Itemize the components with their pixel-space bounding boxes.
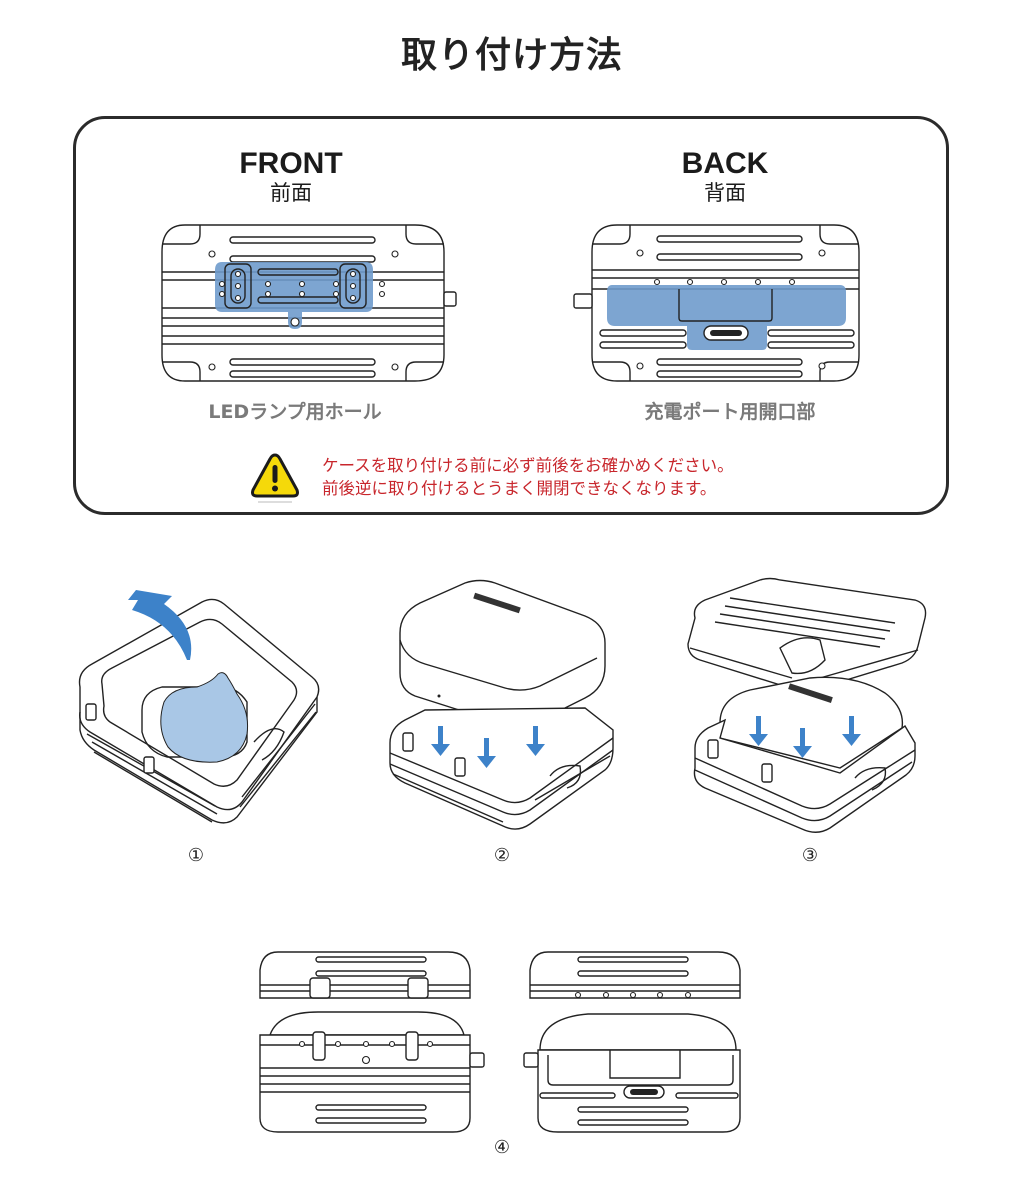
warning-line-1: ケースを取り付ける前に必ず前後をお確かめください。 <box>322 456 734 475</box>
step-4-front-view <box>259 951 485 1133</box>
step-3-number: ③ <box>801 845 819 866</box>
warning-message: ケースを取り付ける前に必ず前後をお確かめください。 前後逆に取り付けるとうまく開… <box>322 454 734 500</box>
back-caption: 充電ポート用開口部 <box>644 401 816 423</box>
step-1-number: ① <box>187 845 205 866</box>
step-4-number: ④ <box>493 1137 511 1158</box>
step-2-illustration <box>389 579 614 830</box>
case-back-diagram <box>573 224 860 382</box>
orientation-panel <box>73 116 949 515</box>
charging-port-highlight <box>607 285 846 350</box>
page-title: 取り付け方法 <box>400 35 623 76</box>
front-caption: LEDランプ用ホール <box>208 401 382 423</box>
step-2-number: ② <box>493 845 511 866</box>
warning-triangle-icon <box>251 453 299 503</box>
step-1-illustration <box>78 590 320 824</box>
back-label-en: BACK <box>681 147 769 180</box>
attach-arrows-icon <box>749 716 861 758</box>
led-hole-highlight <box>215 262 373 329</box>
front-heading: FRONT 前面 <box>191 148 391 206</box>
warning-line-2: 前後逆に取り付けるとうまく開閉できなくなります。 <box>322 479 717 498</box>
step-3-illustration <box>687 577 927 833</box>
step-4-back-view <box>523 951 741 1133</box>
front-label-en: FRONT <box>239 147 343 180</box>
insert-arrows-icon <box>431 726 545 768</box>
back-heading: BACK 背面 <box>625 148 825 206</box>
peel-arrow-icon <box>128 590 192 660</box>
case-front-diagram <box>161 224 457 382</box>
back-label-jp: 背面 <box>704 181 746 205</box>
protective-sticker <box>160 672 248 763</box>
front-label-jp: 前面 <box>270 181 312 205</box>
